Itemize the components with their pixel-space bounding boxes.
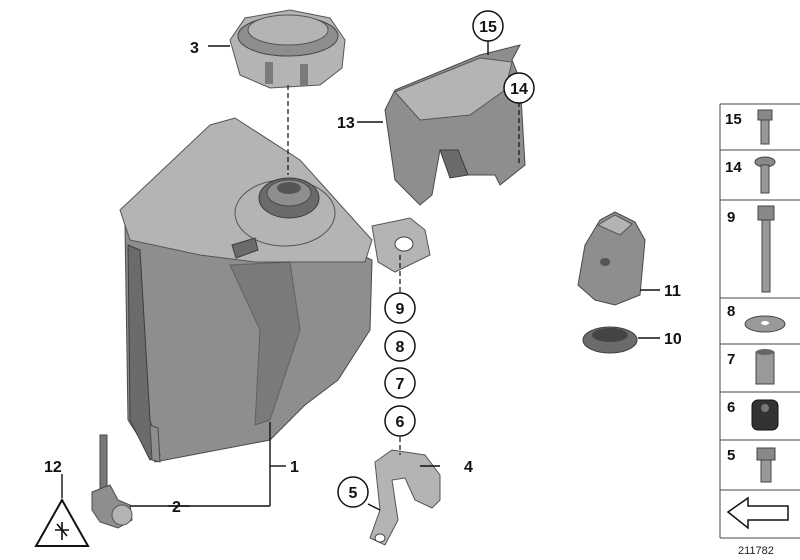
callout-14-circle: 14 xyxy=(503,72,535,104)
cover xyxy=(384,44,526,206)
callout-4: 4 xyxy=(464,459,473,476)
bolt-5-icon xyxy=(756,447,776,483)
callout-5: 5 xyxy=(349,485,358,502)
callout-6-circle: 6 xyxy=(384,405,416,437)
callout-5-circle: 5 xyxy=(337,476,369,508)
callout-6: 6 xyxy=(396,414,405,431)
callout-15-circle: 15 xyxy=(472,10,504,42)
callout-9-circle: 9 xyxy=(384,292,416,324)
sleeve-7-icon xyxy=(755,349,775,385)
bolt-9-icon xyxy=(757,205,775,293)
filler-cap xyxy=(229,9,346,89)
legend-14: 14 xyxy=(725,159,742,176)
screw-14-icon xyxy=(754,156,776,194)
legend-6: 6 xyxy=(727,399,735,416)
lower-bracket xyxy=(369,449,441,546)
expansion-tank xyxy=(119,117,373,463)
callout-8-circle: 8 xyxy=(384,330,416,362)
level-sensor xyxy=(91,434,133,529)
callout-8: 8 xyxy=(396,339,405,356)
callout-15: 15 xyxy=(479,19,497,36)
legend-8: 8 xyxy=(727,303,735,320)
leader-lines xyxy=(61,40,660,511)
legend-7: 7 xyxy=(727,351,735,368)
callout-2: 2 xyxy=(172,499,181,516)
callout-11: 11 xyxy=(664,283,681,300)
warning-triangle-icon xyxy=(34,497,90,547)
rubber-mount-6-icon xyxy=(751,399,779,431)
legend-5: 5 xyxy=(727,447,735,464)
callout-1: 1 xyxy=(290,459,299,476)
parts-legend: 15 14 9 8 7 6 5 xyxy=(719,103,800,539)
callout-7-circle: 7 xyxy=(384,367,416,399)
holder-bracket xyxy=(577,211,646,306)
arrow-symbol-icon xyxy=(726,496,789,530)
callout-13: 13 xyxy=(337,115,355,132)
bolt-15-icon xyxy=(757,109,773,145)
callout-10: 10 xyxy=(664,331,682,348)
washer-8-icon xyxy=(744,315,786,333)
callout-12: 12 xyxy=(44,459,62,476)
legend-9: 9 xyxy=(727,209,735,226)
legend-15: 15 xyxy=(725,111,742,128)
reference-number: 211782 xyxy=(738,545,774,557)
callout-14: 14 xyxy=(510,81,528,98)
callout-7: 7 xyxy=(396,376,405,393)
callout-9: 9 xyxy=(396,301,405,318)
callout-3: 3 xyxy=(190,40,199,57)
tank-bracket xyxy=(371,217,431,273)
grommet xyxy=(582,326,638,354)
